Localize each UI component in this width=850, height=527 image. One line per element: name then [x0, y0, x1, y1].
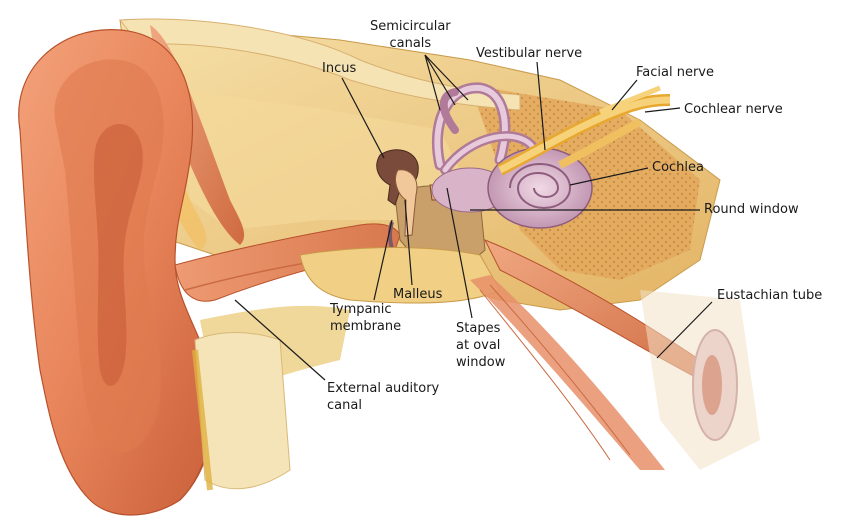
label-round-window: Round window [704, 201, 799, 218]
label-semicircular-canals: Semicircular canals [370, 18, 451, 52]
label-external-auditory-canal-line2: canal [327, 397, 439, 414]
label-tympanic-membrane-line1: Tympanic [330, 301, 401, 318]
label-eustachian-tube: Eustachian tube [717, 287, 822, 304]
label-semicircular-canals-line2: canals [370, 35, 451, 52]
label-tympanic-membrane: Tympanic membrane [330, 301, 401, 335]
label-semicircular-canals-line1: Semicircular [370, 18, 451, 35]
label-facial-nerve: Facial nerve [636, 64, 714, 81]
label-external-auditory-canal: External auditory canal [327, 380, 439, 414]
label-stapes: Stapes at oval window [456, 320, 505, 371]
label-stapes-line1: Stapes [456, 320, 505, 337]
label-external-auditory-canal-line1: External auditory [327, 380, 439, 397]
label-tympanic-membrane-line2: membrane [330, 318, 401, 335]
label-vestibular-nerve: Vestibular nerve [476, 45, 582, 62]
label-cochlea: Cochlea [652, 159, 704, 176]
label-cochlear-nerve: Cochlear nerve [684, 101, 783, 118]
label-stapes-line2: at oval [456, 337, 505, 354]
label-incus: Incus [322, 60, 356, 77]
label-stapes-line3: window [456, 354, 505, 371]
